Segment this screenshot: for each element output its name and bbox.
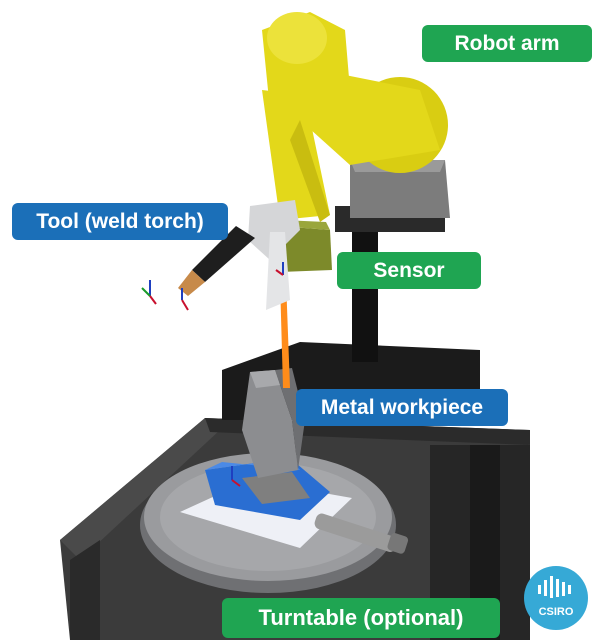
robot-arm-label: Robot arm	[422, 25, 592, 62]
metal-workpiece-label: Metal workpiece	[296, 389, 508, 426]
csiro-wave-icon	[524, 566, 588, 630]
csiro-logo: CSIRO	[524, 566, 588, 630]
tool-label: Tool (weld torch)	[12, 203, 228, 240]
sensor-label: Sensor	[337, 252, 481, 289]
turntable-label: Turntable (optional)	[222, 598, 500, 638]
csiro-logo-text: CSIRO	[524, 606, 588, 618]
